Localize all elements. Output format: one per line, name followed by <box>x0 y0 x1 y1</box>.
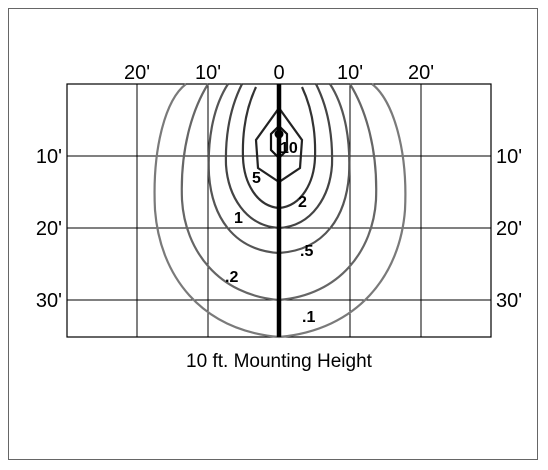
y-tick-label-left: 20' <box>36 218 62 240</box>
y-tick-label-right: 30' <box>496 290 522 312</box>
contour-0-2 <box>180 83 378 302</box>
contour-label-5: 5 <box>252 170 261 187</box>
x-tick-label: 0 <box>273 62 284 84</box>
contour-label-0-1: .1 <box>302 309 315 326</box>
contour-0-1 <box>153 83 407 339</box>
x-tick-label: 20' <box>124 62 150 84</box>
contour-2 <box>241 86 317 210</box>
contour-0-5 <box>207 83 351 255</box>
contour-label-10: 10 <box>280 140 298 157</box>
y-tick-label-right: 10' <box>496 146 522 168</box>
x-tick-label: 20' <box>408 62 434 84</box>
x-tick-label: 10' <box>195 62 221 84</box>
y-tick-label-left: 10' <box>36 146 62 168</box>
x-tick-label: 10' <box>337 62 363 84</box>
diagram-caption: 10 ft. Mounting Height <box>186 351 373 372</box>
contour-label-2: 2 <box>298 194 307 211</box>
contour-label-1: 1 <box>234 210 243 227</box>
contour-label-0-2: .2 <box>225 269 238 286</box>
y-tick-label-right: 20' <box>496 218 522 240</box>
diagram-frame <box>8 8 538 460</box>
contour-label-0-5: .5 <box>300 243 313 260</box>
y-tick-label-left: 30' <box>36 290 62 312</box>
luminaire-marker <box>274 129 284 139</box>
contour-1 <box>224 83 334 230</box>
